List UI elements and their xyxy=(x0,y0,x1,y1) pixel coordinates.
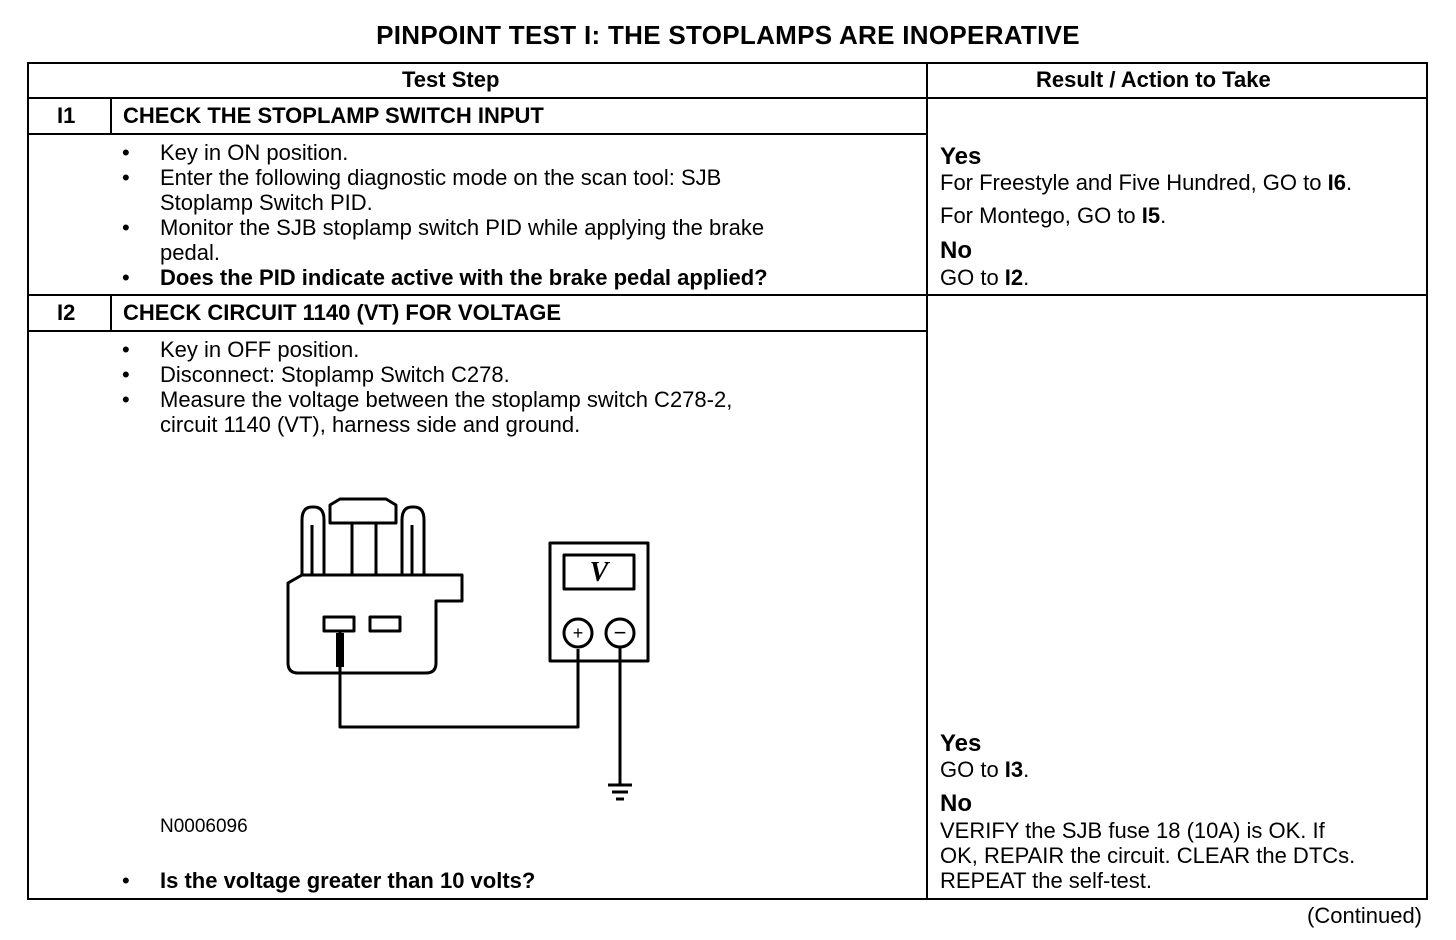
result-i1-yes-line2: For Montego, GO to I5. xyxy=(940,203,1167,228)
connector-latch xyxy=(328,497,398,525)
bullet-dot: • xyxy=(122,337,130,362)
pinpoint-test-table xyxy=(27,62,1428,900)
step-id-i2: I2 xyxy=(57,300,76,325)
result-i1-yes-label: Yes xyxy=(940,143,982,170)
step-i1-instruction: Monitor the SJB stoplamp switch PID whil… xyxy=(160,215,765,240)
step-i2-instruction-cont: circuit 1140 (VT), harness side and grou… xyxy=(160,412,581,437)
step-ref-i6: I6 xyxy=(1327,170,1346,195)
divider-i2-heading xyxy=(27,330,927,332)
voltmeter-body xyxy=(548,541,650,663)
divider-i1-heading xyxy=(27,133,927,135)
bullet-dot: • xyxy=(122,215,130,240)
step-heading-i2: CHECK CIRCUIT 1140 (VT) FOR VOLTAGE xyxy=(123,300,562,325)
terminal-c278-1 xyxy=(368,615,402,633)
result-i2-yes-label: Yes xyxy=(940,730,982,757)
terminal-c278-2 xyxy=(322,615,356,633)
result-i1-no-line: GO to I2. xyxy=(940,265,1030,290)
voltmeter-symbol: V xyxy=(590,557,611,588)
continued-label: (Continued) xyxy=(1307,903,1422,928)
result-i1-no-label: No xyxy=(940,237,972,264)
result-i2-yes-line: GO to I3. xyxy=(940,757,1030,782)
probe-lead xyxy=(338,631,580,729)
negative-jack-label: − xyxy=(614,620,627,645)
step-i2-instruction: Disconnect: Stoplamp Switch C278. xyxy=(160,362,510,387)
bullet-dot: • xyxy=(122,868,130,893)
divider-i1-end xyxy=(27,294,1428,296)
connector-tab-left xyxy=(300,505,326,575)
divider-i2-id xyxy=(110,294,112,331)
connector-body xyxy=(286,573,464,675)
step-i1-instruction-cont: Stoplamp Switch PID. xyxy=(160,190,373,215)
column-header-test-step: Test Step xyxy=(402,67,500,92)
divider-header xyxy=(27,97,1428,99)
probe-tip xyxy=(336,633,344,667)
step-heading-i1: CHECK THE STOPLAMP SWITCH INPUT xyxy=(123,103,544,128)
bullet-dot: • xyxy=(122,165,130,190)
step-i2-instruction: Measure the voltage between the stoplamp… xyxy=(160,387,733,412)
bullet-dot: • xyxy=(122,362,130,387)
result-i2-no-line: REPEAT the self-test. xyxy=(940,868,1152,893)
positive-jack-label: + xyxy=(573,623,584,643)
voltmeter-display xyxy=(562,553,636,591)
step-i1-instruction: Key in ON position. xyxy=(160,140,349,165)
step-i1-instruction-cont: pedal. xyxy=(160,240,220,265)
result-i2-no-line: OK, REPAIR the circuit. CLEAR the DTCs. xyxy=(940,843,1356,868)
step-i1-instruction: Enter the following diagnostic mode on t… xyxy=(160,165,722,190)
connector-tab-right xyxy=(400,505,426,575)
voltmeter-positive-jack xyxy=(562,617,594,649)
step-id-i1: I1 xyxy=(57,103,76,128)
step-ref-i5: I5 xyxy=(1141,203,1161,228)
column-header-result: Result / Action to Take xyxy=(1036,67,1271,92)
step-ref-i2: I2 xyxy=(1004,265,1024,290)
page-title: PINPOINT TEST I: THE STOPLAMPS ARE INOPE… xyxy=(376,20,1080,50)
result-i2-no-line: VERIFY the SJB fuse 18 (10A) is OK. If xyxy=(940,818,1325,843)
result-i1-yes-line1: For Freestyle and Five Hundred, GO to I6… xyxy=(940,170,1353,195)
step-i2-instruction: Key in OFF position. xyxy=(160,337,360,362)
figure-id: N0006096 xyxy=(160,816,248,837)
voltage-test-diagram: V + − xyxy=(286,497,650,801)
result-i2-no-label: No xyxy=(940,790,972,817)
divider-i1-id xyxy=(110,97,112,134)
ground-symbol xyxy=(608,783,632,801)
connector-latch-stem xyxy=(350,523,378,575)
step-i2-question: Is the voltage greater than 10 volts? xyxy=(160,868,536,893)
bullet-dot: • xyxy=(122,387,130,412)
divider-column-result xyxy=(926,62,928,900)
step-i1-question: Does the PID indicate active with the br… xyxy=(160,265,768,290)
step-ref-i3: I3 xyxy=(1004,757,1024,782)
bullet-dot: • xyxy=(122,140,130,165)
bullet-dot: • xyxy=(122,265,130,290)
